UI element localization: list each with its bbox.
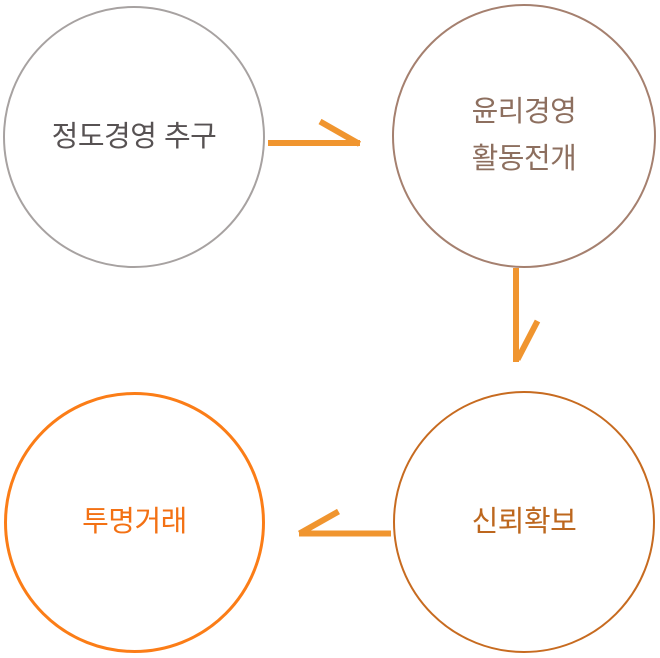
node-trust-building-label: 신뢰확보 [472,499,577,546]
node-transparent-trade-label: 투명거래 [82,499,187,546]
node-label-line: 투명거래 [82,506,187,538]
arrow-right-icon [268,118,361,147]
node-transparent-trade: 투명거래 [4,392,265,653]
node-label-line: 윤리경영 [471,96,577,128]
node-label-line: 정도경영 추구 [51,120,217,153]
node-trust-building: 신뢰확보 [393,391,655,653]
arrow-left-icon [298,508,391,537]
node-integrity-management: 정도경영 추구 [3,6,265,268]
node-label-line: 활동전개 [471,143,577,175]
node-ethics-activities-label: 윤리경영 활동전개 [472,89,577,183]
node-ethics-activities: 윤리경영 활동전개 [392,4,656,268]
node-label-line: 신뢰확보 [471,505,577,538]
node-integrity-management-label: 정도경영 추구 [52,114,217,161]
arrow-down-icon [513,268,541,362]
